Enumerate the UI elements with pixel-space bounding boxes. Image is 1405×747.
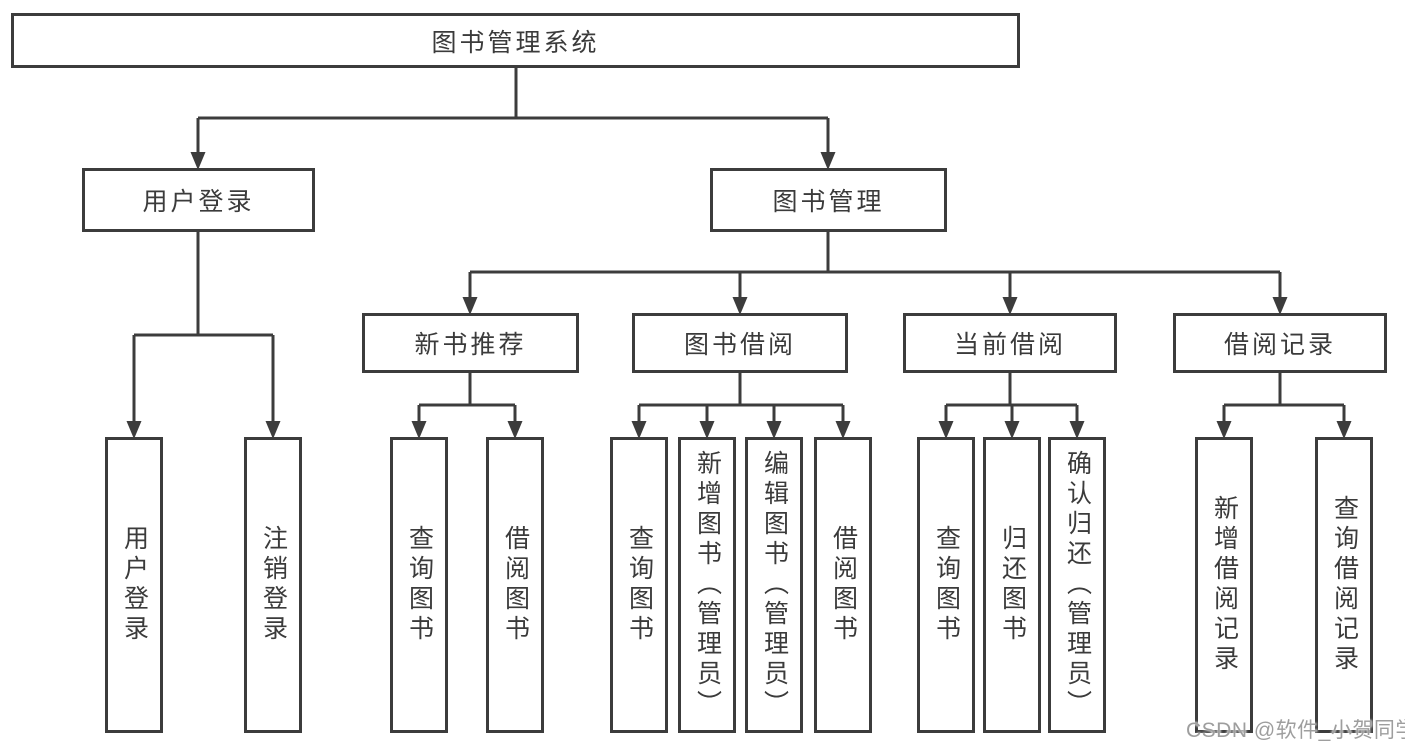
- leaf-add-books-admin: 新增图书（管理员）: [678, 437, 736, 733]
- arrow-down-icon: [190, 152, 206, 170]
- node-borrowing-records: 借阅记录: [1173, 313, 1387, 373]
- leaf-query-books-current: 查询图书: [917, 437, 975, 733]
- arrow-down-icon: [126, 421, 142, 439]
- leaf-confirm-return-admin: 确认归还（管理员）: [1048, 437, 1106, 733]
- arrow-down-icon: [411, 421, 427, 439]
- leaf-query-books-borrow: 查询图书: [610, 437, 668, 733]
- arrow-down-icon: [766, 421, 782, 439]
- node-book-management: 图书管理: [710, 168, 947, 232]
- leaf-borrow-books: 借阅图书: [814, 437, 872, 733]
- node-new-book-recommendation: 新书推荐: [362, 313, 579, 373]
- arrow-down-icon: [265, 421, 281, 439]
- arrow-down-icon: [835, 421, 851, 439]
- leaf-logout: 注销登录: [244, 437, 302, 733]
- arrow-down-icon: [1336, 421, 1352, 439]
- arrow-down-icon: [820, 152, 836, 170]
- arrow-down-icon: [1272, 297, 1288, 315]
- arrow-down-icon: [938, 421, 954, 439]
- arrow-down-icon: [732, 297, 748, 315]
- arrow-down-icon: [1002, 297, 1018, 315]
- leaf-borrow-books-recommend: 借阅图书: [486, 437, 544, 733]
- node-user-login: 用户登录: [82, 168, 315, 232]
- arrow-down-icon: [1069, 421, 1085, 439]
- node-current-borrowing: 当前借阅: [903, 313, 1117, 373]
- arrow-down-icon: [462, 297, 478, 315]
- leaf-query-books-recommend: 查询图书: [390, 437, 448, 733]
- leaf-return-books: 归还图书: [983, 437, 1041, 733]
- arrow-down-icon: [1004, 421, 1020, 439]
- leaf-edit-books-admin: 编辑图书（管理员）: [745, 437, 803, 733]
- leaf-add-borrow-record: 新增借阅记录: [1195, 437, 1253, 733]
- leaf-user-login: 用户登录: [105, 437, 163, 733]
- arrow-down-icon: [1216, 421, 1232, 439]
- node-library-management-system: 图书管理系统: [11, 13, 1020, 68]
- arrow-down-icon: [631, 421, 647, 439]
- arrow-down-icon: [507, 421, 523, 439]
- leaf-query-borrow-record: 查询借阅记录: [1315, 437, 1373, 733]
- arrow-down-icon: [699, 421, 715, 439]
- csdn-watermark: CSDN @软件_小贺同学: [1186, 719, 1405, 742]
- node-book-borrowing: 图书借阅: [632, 313, 848, 373]
